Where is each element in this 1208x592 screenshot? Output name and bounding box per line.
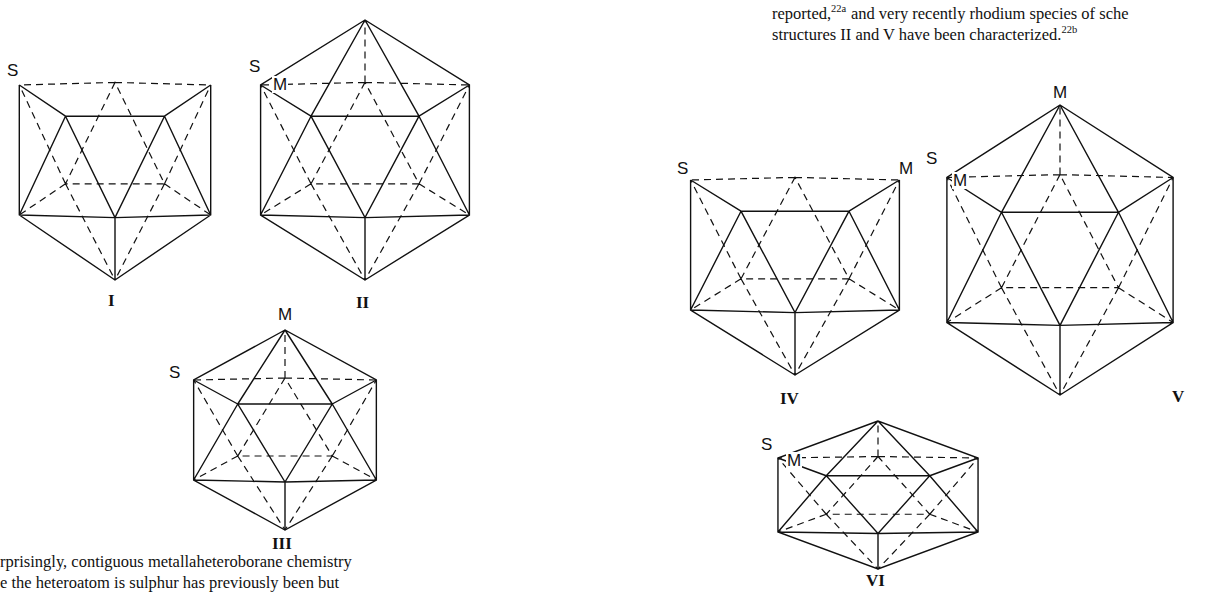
closo-cluster xyxy=(261,20,470,280)
structure-number: V xyxy=(1172,388,1184,405)
nido-cluster xyxy=(691,177,900,375)
nido-cluster xyxy=(19,82,210,280)
atom-label: S xyxy=(676,160,689,177)
body-text-line: reported,22a and very recently rhodium sp… xyxy=(772,4,1129,23)
atom-label: S xyxy=(925,150,938,167)
atom-label: S xyxy=(6,62,19,79)
atom-label: M xyxy=(952,172,968,189)
atom-label: M xyxy=(786,452,802,469)
atom-label: M xyxy=(898,160,914,177)
atom-label: S xyxy=(168,364,181,381)
closo-cluster xyxy=(194,330,377,530)
atom-label: M xyxy=(1052,84,1068,101)
structure-number: I xyxy=(108,292,115,309)
atom-label: M xyxy=(277,306,293,323)
closo-cluster xyxy=(778,421,978,569)
body-text-line: rprisingly, contiguous metallaheterobora… xyxy=(0,554,352,571)
body-text: structures II and V have been characteri… xyxy=(772,25,1061,44)
body-text: reported, xyxy=(772,4,831,23)
structure-number: II xyxy=(356,294,369,311)
body-text: and very recently rhodium species of sch… xyxy=(851,4,1129,23)
atom-label: M xyxy=(272,76,288,93)
body-text-line: structures II and V have been characteri… xyxy=(772,25,1077,44)
closo-cluster xyxy=(947,105,1173,395)
body-text: rprisingly, contiguous metallaheterobora… xyxy=(0,552,352,571)
body-text: e the heteroatom is sulphur has previous… xyxy=(0,573,339,592)
reference-superscript: 22b xyxy=(1061,24,1077,35)
atom-label: S xyxy=(248,58,261,75)
structure-number: VI xyxy=(866,572,885,589)
body-text-line: e the heteroatom is sulphur has previous… xyxy=(0,575,339,592)
atom-label: S xyxy=(760,436,773,453)
structure-number: IV xyxy=(780,390,799,407)
structure-number: III xyxy=(272,535,292,552)
reference-superscript: 22a xyxy=(831,3,846,14)
